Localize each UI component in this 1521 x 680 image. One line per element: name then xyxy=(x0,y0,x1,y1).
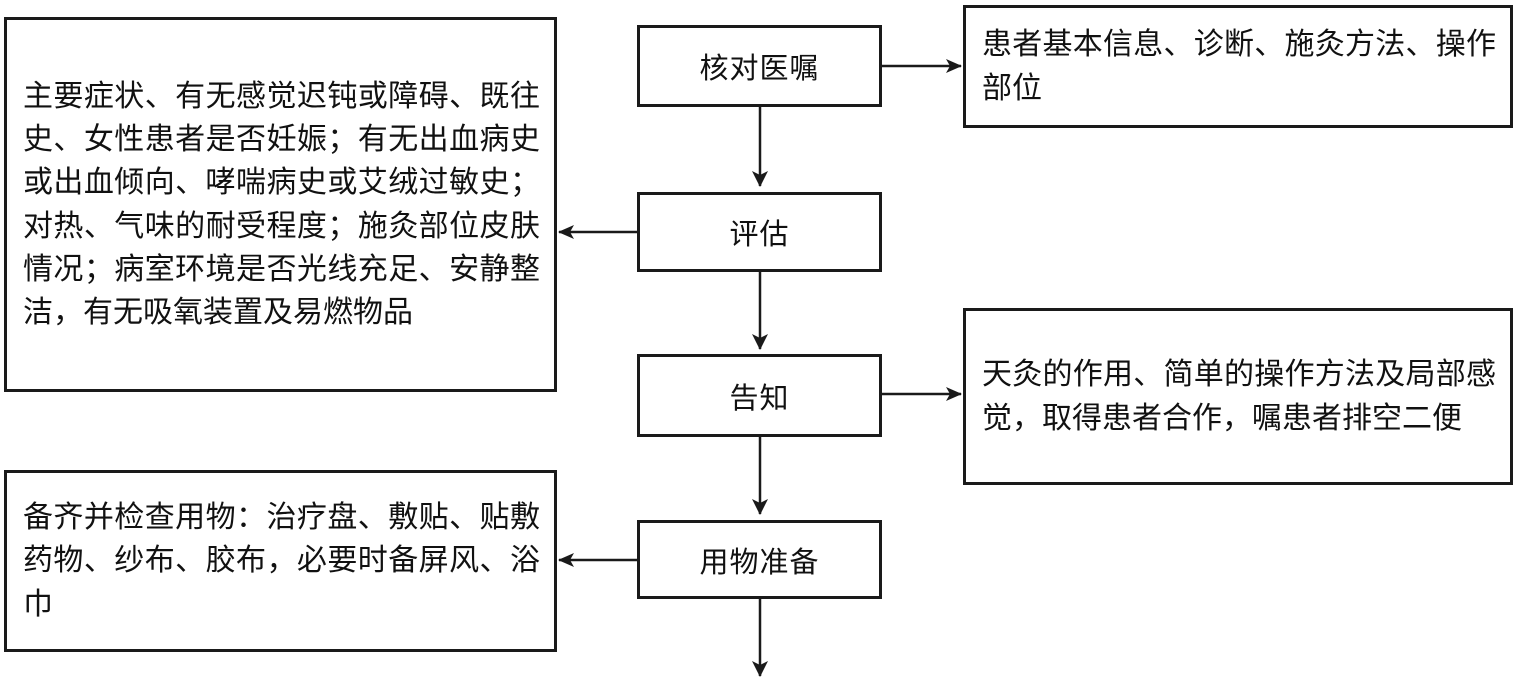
process-label-check-order: 核对医嘱 xyxy=(699,53,820,85)
note-box-assess: 主要症状、有无感觉迟钝或障碍、既往史、女性患者是否妊娠；有无出血病史或出血倾向、… xyxy=(4,17,557,392)
process-label-prepare-supplies: 用物准备 xyxy=(699,546,820,579)
process-label-inform: 告知 xyxy=(729,382,790,415)
note-box-supplies: 备齐并检查用物：治疗盘、敷贴、贴敷药物、纱布、胶布，必要时备屏风、浴巾 xyxy=(4,470,557,652)
note-text-supplies: 备齐并检查用物：治疗盘、敷贴、贴敷药物、纱布、胶布，必要时备屏风、浴巾 xyxy=(23,501,540,621)
process-node-assess: 评估 xyxy=(637,192,882,272)
process-node-inform: 告知 xyxy=(637,354,882,437)
process-label-assess: 评估 xyxy=(729,219,790,251)
process-node-check-order: 核对医嘱 xyxy=(637,25,882,107)
note-box-check-order: 患者基本信息、诊断、施灸方法、操作部位 xyxy=(963,5,1513,128)
note-text-check-order: 患者基本信息、诊断、施灸方法、操作部位 xyxy=(982,28,1496,105)
note-box-inform: 天灸的作用、简单的操作方法及局部感觉，取得患者合作，嘱患者排空二便 xyxy=(963,308,1513,485)
process-node-prepare-supplies: 用物准备 xyxy=(637,520,882,599)
note-text-inform: 天灸的作用、简单的操作方法及局部感觉，取得患者合作，嘱患者排空二便 xyxy=(982,358,1496,435)
note-text-assess: 主要症状、有无感觉迟钝或障碍、既往史、女性患者是否妊娠；有无出血病史或出血倾向、… xyxy=(23,79,540,329)
